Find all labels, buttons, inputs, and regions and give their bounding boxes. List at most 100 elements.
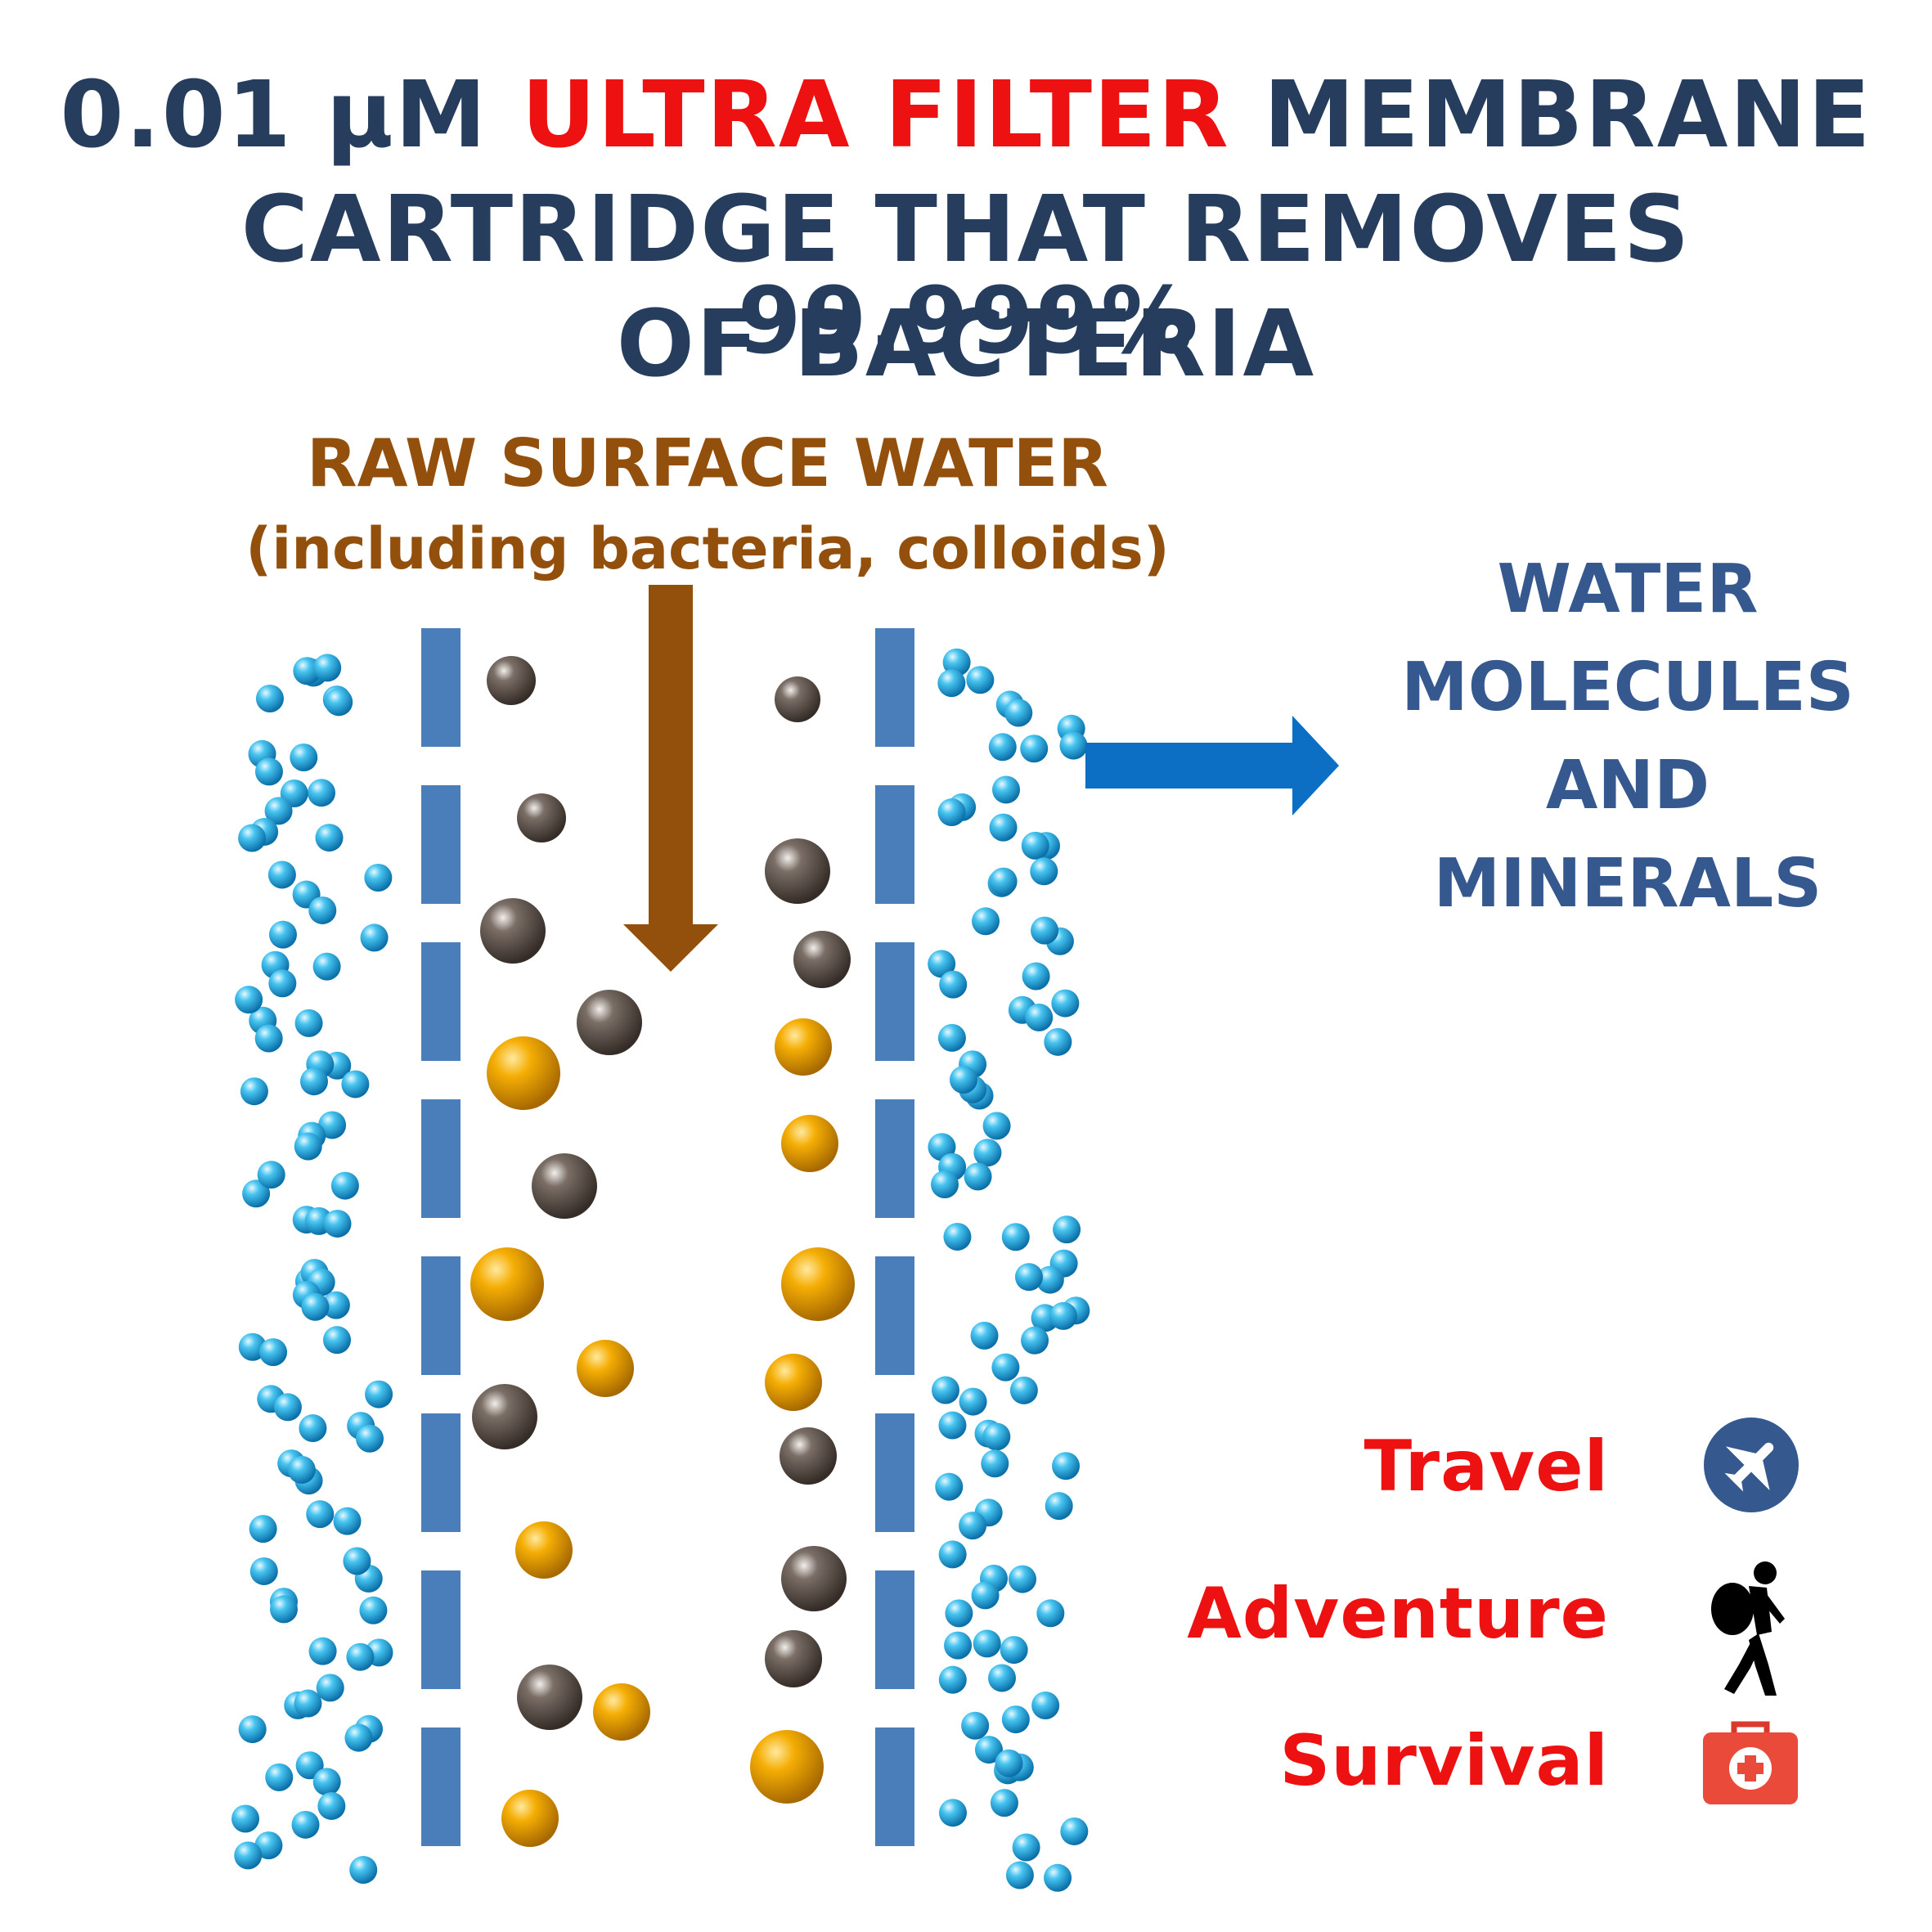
water-molecule <box>988 733 1017 762</box>
water-molecule <box>1014 1263 1043 1292</box>
water-molecule <box>264 797 293 825</box>
water-molecule <box>937 1023 966 1052</box>
water-molecule <box>938 1665 967 1694</box>
bacteria-particle <box>517 1665 582 1730</box>
water-molecule <box>995 1749 1023 1777</box>
membrane-segment <box>421 942 461 1061</box>
membrane-segment <box>875 785 914 904</box>
water-molecule <box>1049 1301 1078 1330</box>
membrane-segment <box>875 1728 914 1846</box>
output-label-line: WATER <box>1497 550 1759 628</box>
water-molecule <box>291 1810 320 1839</box>
airplane-icon <box>1701 1415 1801 1518</box>
water-molecule <box>299 1414 327 1443</box>
colloid-particle <box>781 1115 838 1172</box>
output-label-line: AND <box>1545 747 1710 824</box>
outflow-arrow <box>1085 716 1339 815</box>
water-molecule <box>1044 1863 1072 1892</box>
membrane-segment <box>875 628 914 747</box>
membrane-segment <box>875 1570 914 1689</box>
water-molecule <box>346 1642 375 1671</box>
water-molecule <box>294 1689 322 1718</box>
water-molecule <box>295 1751 324 1780</box>
water-molecule <box>1004 699 1033 727</box>
water-molecule <box>312 952 341 981</box>
water-molecule <box>1060 1817 1089 1845</box>
water-molecule <box>343 1547 371 1575</box>
water-molecule <box>1053 1215 1081 1244</box>
water-molecule <box>312 1768 341 1796</box>
bacteria-particle <box>780 1427 837 1485</box>
bacteria-particle <box>775 676 820 722</box>
water-molecule <box>938 1411 967 1440</box>
water-molecule <box>293 657 321 685</box>
water-molecule <box>1036 1599 1065 1628</box>
water-molecule <box>1012 1833 1040 1862</box>
water-molecule <box>939 1799 968 1827</box>
membrane-segment <box>875 942 914 1061</box>
bacteria-particle <box>781 1546 847 1611</box>
water-molecule <box>317 1791 346 1820</box>
membrane-segment <box>421 1099 461 1218</box>
colloid-particle <box>593 1683 650 1741</box>
water-molecule <box>942 648 971 676</box>
water-molecule <box>937 798 966 827</box>
water-molecule <box>1051 989 1080 1018</box>
water-molecule <box>234 1841 263 1870</box>
bacteria-particle <box>472 1384 537 1449</box>
colloid-particle <box>470 1247 544 1321</box>
colloid-particle <box>515 1521 573 1579</box>
water-molecule <box>364 863 393 892</box>
water-molecule <box>1031 916 1059 945</box>
water-molecule <box>990 1789 1018 1817</box>
colloid-particle <box>781 1247 855 1321</box>
membrane-segment <box>421 628 461 747</box>
water-molecule <box>928 950 956 978</box>
water-molecule <box>325 688 353 717</box>
bacteria-particle <box>765 838 830 904</box>
water-molecule <box>273 1393 302 1422</box>
water-molecule <box>238 1715 267 1744</box>
water-molecule <box>964 1162 992 1191</box>
water-molecule <box>982 1422 1011 1451</box>
water-molecule <box>307 779 335 807</box>
water-molecule <box>313 654 342 682</box>
water-molecule <box>349 1856 378 1885</box>
colloid-particle <box>487 1036 560 1110</box>
membrane-segment <box>421 1728 461 1846</box>
colloid-particle <box>775 1018 832 1076</box>
water-molecule <box>254 1831 283 1860</box>
water-molecule <box>235 986 263 1014</box>
bacteria-particle <box>793 931 851 988</box>
water-molecule <box>1022 962 1050 991</box>
water-molecule <box>972 907 1000 936</box>
use-label-survival: Survival <box>1279 1720 1609 1802</box>
water-molecule <box>1001 1705 1030 1734</box>
water-molecule <box>1059 731 1088 760</box>
colloid-particle <box>750 1730 824 1804</box>
membrane-segment <box>421 1413 461 1532</box>
water-molecule <box>1000 1636 1028 1665</box>
water-molecule <box>971 1581 1000 1610</box>
water-molecule <box>316 1674 344 1702</box>
colloid-particle <box>765 1354 822 1411</box>
water-molecule <box>360 923 389 952</box>
water-molecule <box>287 1455 316 1484</box>
water-molecule <box>959 1512 987 1540</box>
water-molecule <box>254 1024 283 1053</box>
water-molecule <box>323 1209 352 1238</box>
water-molecule <box>1052 1452 1081 1480</box>
water-molecule <box>988 1664 1017 1692</box>
water-molecule <box>1021 1326 1049 1355</box>
water-molecule <box>935 1472 964 1501</box>
water-molecule <box>1036 1265 1064 1294</box>
water-molecule <box>973 1629 1001 1658</box>
water-molecule <box>255 685 284 713</box>
water-molecule <box>970 1321 999 1350</box>
membrane-segment <box>421 1256 461 1375</box>
water-molecule <box>259 1338 288 1367</box>
water-molecule <box>231 1804 260 1833</box>
water-molecule <box>356 1424 384 1453</box>
water-molecule <box>308 896 337 924</box>
water-molecule <box>937 669 966 698</box>
